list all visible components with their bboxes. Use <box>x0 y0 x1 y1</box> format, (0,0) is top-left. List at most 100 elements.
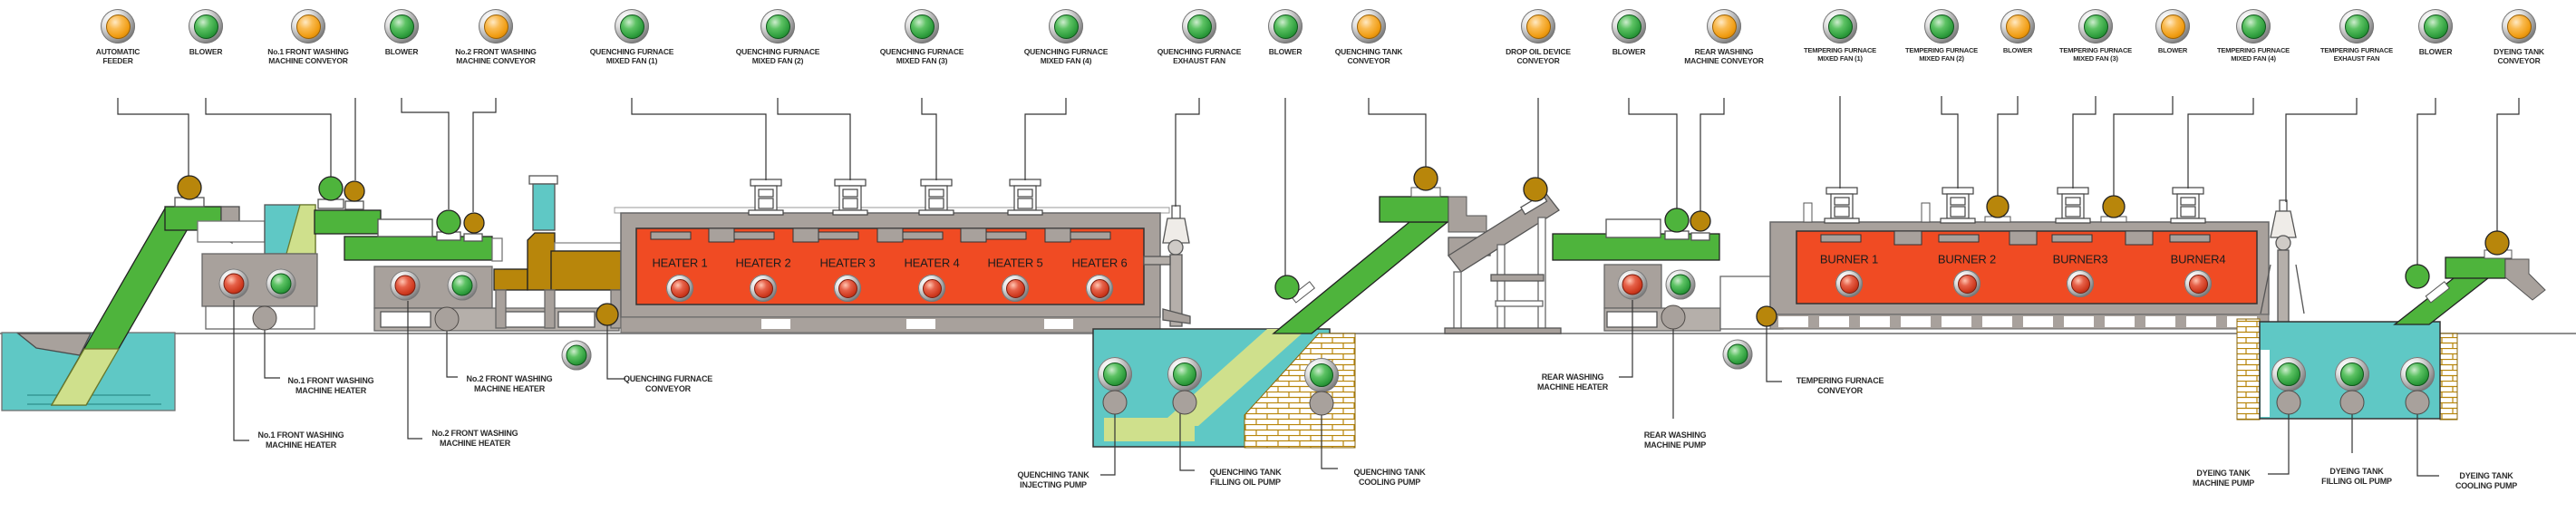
quenching-entry-green-lamp[interactable] <box>561 340 592 371</box>
heater-button-4[interactable] <box>918 275 945 302</box>
dyeing-tank-cooling-pump[interactable] <box>2400 357 2435 392</box>
status-lamp-amber[interactable] <box>2155 9 2190 44</box>
quenching-furnace-exhaust-pipe <box>1143 205 1191 327</box>
button-lens <box>1957 274 1977 294</box>
heater-button-1[interactable] <box>666 275 693 302</box>
status-lamp-green[interactable] <box>1823 9 1857 44</box>
quenching-tank-filling-oil-pump[interactable] <box>1167 357 1202 392</box>
status-lamp-green[interactable] <box>2418 9 2453 44</box>
no2-front-washing-green-lamp[interactable] <box>447 270 478 301</box>
rear-washing-green-lamp[interactable] <box>1665 269 1696 300</box>
status-lamp-green[interactable] <box>1612 9 1646 44</box>
quenching-tank-cooling-pump[interactable] <box>1304 358 1339 392</box>
dyeing-tank-machine-pump[interactable] <box>2271 357 2306 392</box>
status-light-blower[interactable]: BLOWER <box>138 9 274 56</box>
status-lamp-green[interactable] <box>1049 9 1083 44</box>
lead-line <box>1700 98 1725 212</box>
tempering-entry-green-lamp[interactable] <box>1722 339 1753 370</box>
burner-button-4[interactable] <box>2184 270 2212 297</box>
status-lamp-green[interactable] <box>2078 9 2113 44</box>
lead-line <box>401 98 450 209</box>
lead-line <box>2072 96 2097 188</box>
lamp-lens <box>1525 14 1551 39</box>
lamp-lens <box>270 273 292 295</box>
quenching-tank-injecting-pump[interactable] <box>1098 357 1132 392</box>
lead-line <box>2285 98 2358 202</box>
status-lamp-green[interactable] <box>2339 9 2374 44</box>
burner-button-3[interactable] <box>2067 270 2094 297</box>
status-light-label: BLOWER <box>189 47 223 56</box>
lead-line <box>1766 326 1782 382</box>
lead-line <box>1997 96 2019 197</box>
conveyor-motor-brown <box>177 175 202 200</box>
status-lamp-amber[interactable] <box>1351 9 1386 44</box>
status-lamp-amber[interactable] <box>101 9 135 44</box>
status-lamp-green[interactable] <box>760 9 795 44</box>
blower-motor-green <box>1664 208 1690 233</box>
heater-button-5[interactable] <box>1002 275 1029 302</box>
dyeing-tank-filling-oil-pump[interactable] <box>2335 357 2369 392</box>
burner-button-2[interactable] <box>1953 270 1980 297</box>
no1-front-washing-green-lamp[interactable] <box>266 268 296 299</box>
status-lamp-green[interactable] <box>1268 9 1303 44</box>
tempering-furnace <box>1769 202 2270 330</box>
status-lamp-amber[interactable] <box>2502 9 2536 44</box>
status-lamp-green[interactable] <box>2236 9 2271 44</box>
status-lamp-amber[interactable] <box>1707 9 1741 44</box>
status-light-blower[interactable]: BLOWER <box>2368 9 2503 56</box>
vent-stack <box>832 179 868 216</box>
status-light-blower[interactable]: BLOWER <box>1217 9 1353 56</box>
button-lens <box>1089 278 1109 298</box>
lead-line <box>205 98 332 179</box>
dyeing-tank-cooling-pump-motor <box>2405 390 2430 415</box>
status-light-blower[interactable]: BLOWER <box>1950 9 2086 55</box>
lamp-lens <box>1273 14 1298 39</box>
heater-button-3[interactable] <box>834 275 861 302</box>
status-lamp-green[interactable] <box>384 9 419 44</box>
callout-lead-lines <box>117 96 2520 477</box>
conveyor-motor-brown <box>1413 166 1438 191</box>
heater-button-2[interactable] <box>750 275 777 302</box>
rear-washing-red-lamp[interactable] <box>1617 269 1648 300</box>
tempering-furnace-vent-stacks <box>1824 187 2206 224</box>
heater-button-6[interactable] <box>1086 275 1113 302</box>
status-light-blower[interactable]: BLOWER <box>1561 9 1697 56</box>
status-lamp-green[interactable] <box>615 9 649 44</box>
status-lamp-amber[interactable] <box>1521 9 1555 44</box>
no1-front-washing-red-lamp[interactable] <box>218 268 249 299</box>
status-light-blower[interactable]: BLOWER <box>2105 9 2241 55</box>
pump-lens <box>2340 362 2364 386</box>
status-light-blower[interactable]: BLOWER <box>334 9 470 56</box>
status-lamp-green[interactable] <box>189 9 223 44</box>
status-lamp-amber[interactable] <box>2000 9 2035 44</box>
status-lamp-green[interactable] <box>1924 9 1959 44</box>
no2-front-washing-red-lamp[interactable] <box>390 270 421 301</box>
status-lamp-amber[interactable] <box>291 9 325 44</box>
burner-button-1[interactable] <box>1835 270 1863 297</box>
status-lamp-amber[interactable] <box>479 9 513 44</box>
pump-lens <box>2277 362 2300 386</box>
status-lamp-green[interactable] <box>1182 9 1216 44</box>
status-lamp-green[interactable] <box>905 9 939 44</box>
vent-stack <box>918 179 954 216</box>
